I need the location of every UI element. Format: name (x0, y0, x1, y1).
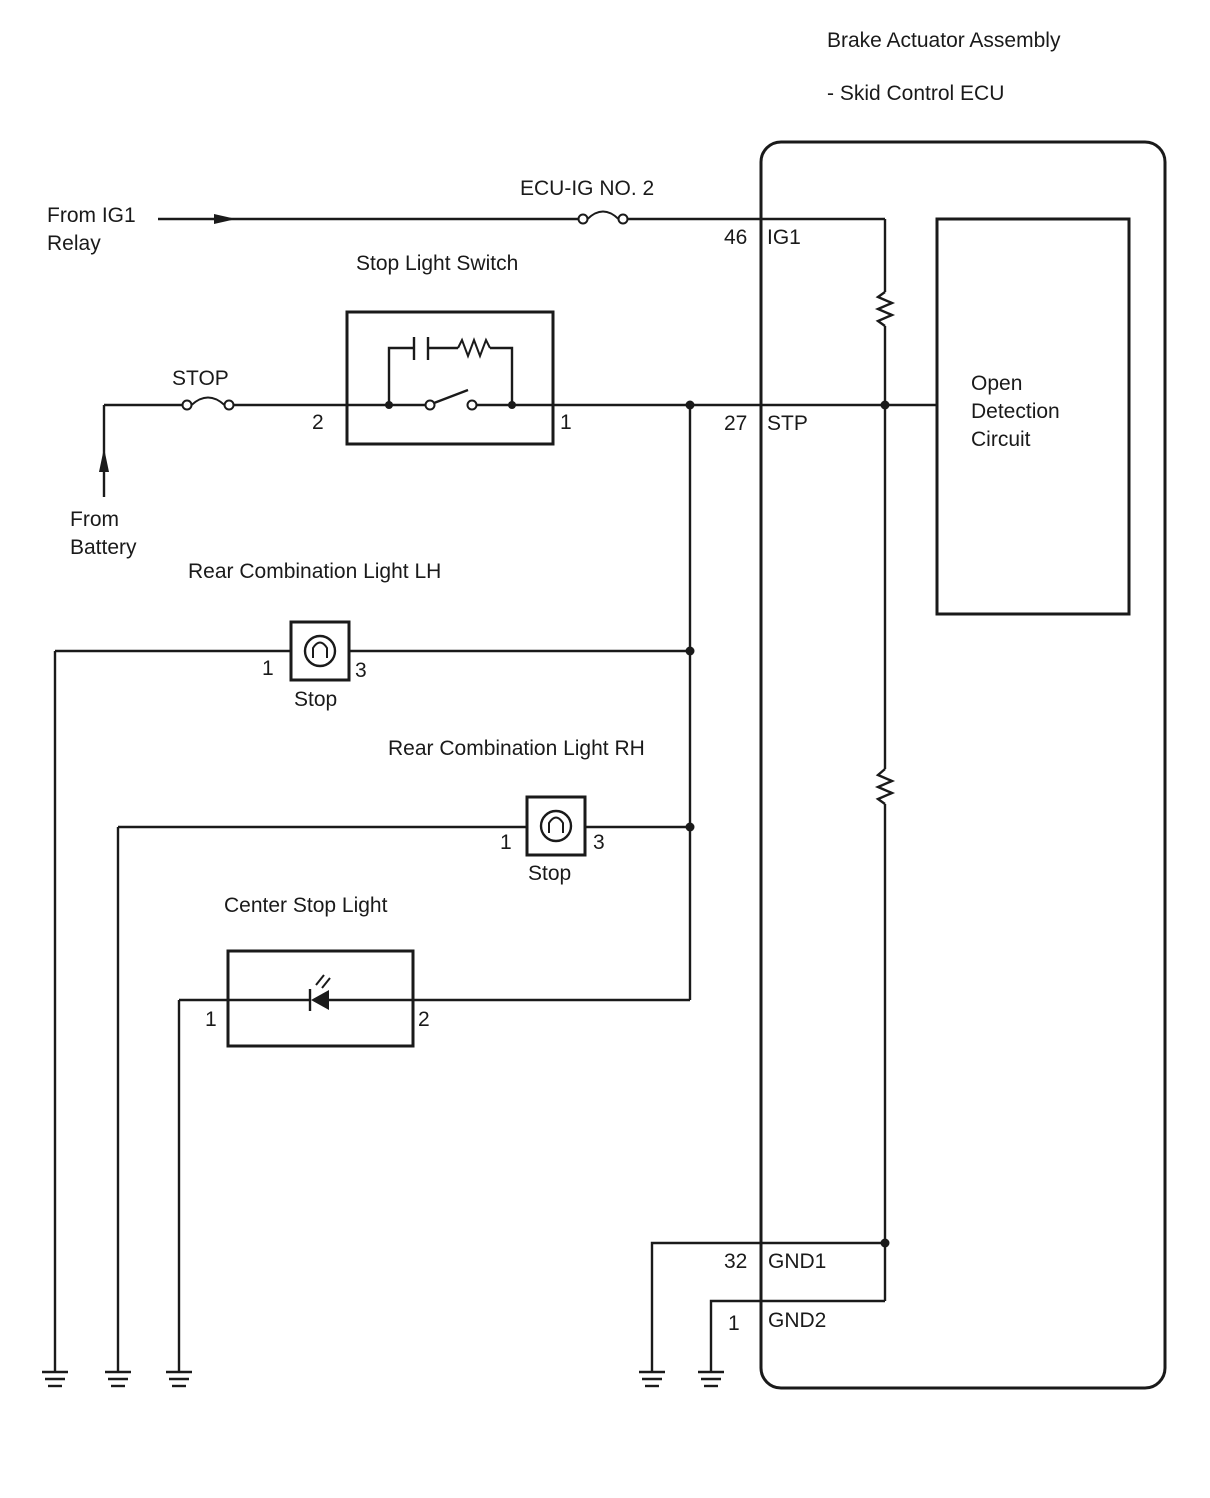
lh-pin-1: 1 (262, 657, 274, 680)
open-detection-circuit-box (935, 217, 1131, 616)
ig1-arrow-icon (214, 214, 236, 224)
ig1-relay-label-line2: Relay (47, 232, 101, 255)
battery-arrow-icon (99, 448, 109, 472)
rh-pin-1: 1 (500, 831, 512, 854)
terminal-gnd1-name: GND1 (768, 1250, 826, 1273)
switch-pin-1: 1 (560, 411, 572, 434)
gnd1-wire (650, 1241, 885, 1372)
stop-fuse-label: STOP (172, 367, 229, 390)
junction-dot (685, 400, 695, 410)
battery-label-line1: From (70, 508, 119, 531)
bulb-icon (303, 634, 337, 668)
terminal-gnd2-name: GND2 (768, 1309, 826, 1332)
switch-pin-2: 2 (312, 411, 324, 434)
center-pin-2: 2 (418, 1008, 430, 1031)
terminal-gnd1-pin: 32 (724, 1250, 747, 1273)
terminal-stp-pin: 27 (724, 412, 747, 435)
ground-icon (105, 1370, 131, 1388)
ground-icon (639, 1370, 665, 1388)
rear-light-rh-label: Rear Combination Light RH (388, 737, 645, 760)
led-icon (308, 974, 331, 1011)
rear-light-rh-box (525, 795, 587, 857)
rh-sub-label: Stop (528, 862, 571, 885)
switch-capacitor-resistor-icon (387, 337, 514, 405)
switch-contact-icon (385, 388, 516, 411)
ecu-title-line1: Brake Actuator Assembly (827, 29, 1061, 52)
battery-label-line2: Battery (70, 536, 137, 559)
gnd2-wire (709, 1299, 885, 1372)
rh-pin-3: 3 (593, 831, 605, 854)
pulldown-resistor-icon (874, 768, 896, 805)
center-pin-1: 1 (205, 1008, 217, 1031)
rear-light-lh-box (289, 620, 351, 682)
terminal-gnd2-pin: 1 (728, 1312, 740, 1335)
open-detection-line1: Open (971, 372, 1022, 395)
terminal-stp-name: STP (767, 412, 808, 435)
lh-pin-3: 3 (355, 659, 367, 682)
stop-fuse-icon (181, 396, 235, 411)
ecu-title-line2: - Skid Control ECU (827, 82, 1004, 105)
rear-light-lh-label: Rear Combination Light LH (188, 560, 441, 583)
center-stop-light-label: Center Stop Light (224, 894, 388, 917)
ecu-ig-fuse-icon (577, 210, 629, 225)
ecu-ig-fuse-label: ECU-IG NO. 2 (520, 177, 654, 200)
ig1-relay-label-line1: From IG1 (47, 204, 136, 227)
terminal-ig1-name: IG1 (767, 226, 801, 249)
ecu-enclosure (759, 140, 1167, 1390)
open-detection-line3: Circuit (971, 428, 1031, 451)
pullup-resistor-icon (874, 291, 896, 327)
terminal-ig1-pin: 46 (724, 226, 747, 249)
stop-light-switch-box (345, 310, 555, 446)
lh-sub-label: Stop (294, 688, 337, 711)
ground-icon (166, 1370, 192, 1388)
ground-icon (42, 1370, 68, 1388)
stop-light-switch-label: Stop Light Switch (356, 252, 518, 275)
center-stop-light-box (226, 949, 415, 1048)
ground-icon (698, 1370, 724, 1388)
open-detection-line2: Detection (971, 400, 1060, 423)
bulb-icon (539, 809, 573, 843)
